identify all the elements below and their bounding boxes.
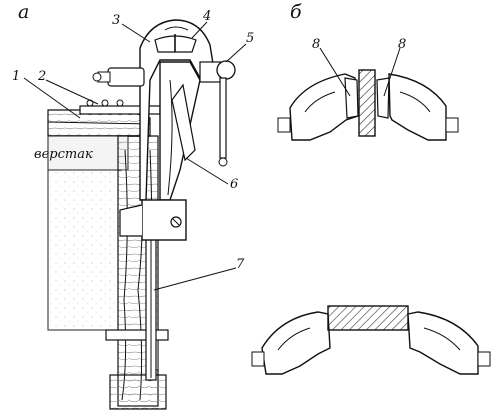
- panel-b-label: б: [290, 1, 302, 23]
- leader-lines: [23, 21, 247, 291]
- vise-fixed-jaw: [139, 19, 215, 201]
- vise-hinge-block: [119, 199, 187, 241]
- workbench-label: верстак: [34, 147, 93, 162]
- jaws-top-view-thin-workpiece: 8 8: [277, 37, 459, 141]
- callout-6: 6: [230, 177, 238, 192]
- panel-b: б 8 8: [251, 1, 491, 375]
- vise-screw-handle: [199, 60, 236, 167]
- callout-1: 1: [12, 69, 20, 84]
- callout-8-left: 8: [312, 37, 320, 52]
- callout-3: 3: [112, 13, 120, 28]
- vise-jaw-pads: [154, 34, 197, 53]
- wide-workpiece: [327, 305, 409, 331]
- callout-5: 5: [246, 31, 254, 46]
- callout-7: 7: [236, 257, 245, 272]
- post-base: [109, 374, 167, 410]
- wooden-post: [117, 135, 159, 407]
- panel-a: а 1 2 3 4 5 6 7 верстак: [12, 1, 254, 410]
- jaws-bottom-view-wide-workpiece: [251, 305, 491, 375]
- callout-4: 4: [202, 9, 211, 24]
- callout-8-right: 8: [398, 37, 406, 52]
- workbench-rail: [47, 135, 129, 171]
- vise-leg: [145, 229, 157, 381]
- workbench-side-panel: [47, 169, 119, 331]
- callout-2: 2: [37, 69, 46, 84]
- vise-rear-screw: [92, 67, 145, 87]
- thin-workpiece: [358, 69, 376, 137]
- vise-spring: [171, 83, 196, 162]
- panel-a-label: а: [18, 1, 29, 23]
